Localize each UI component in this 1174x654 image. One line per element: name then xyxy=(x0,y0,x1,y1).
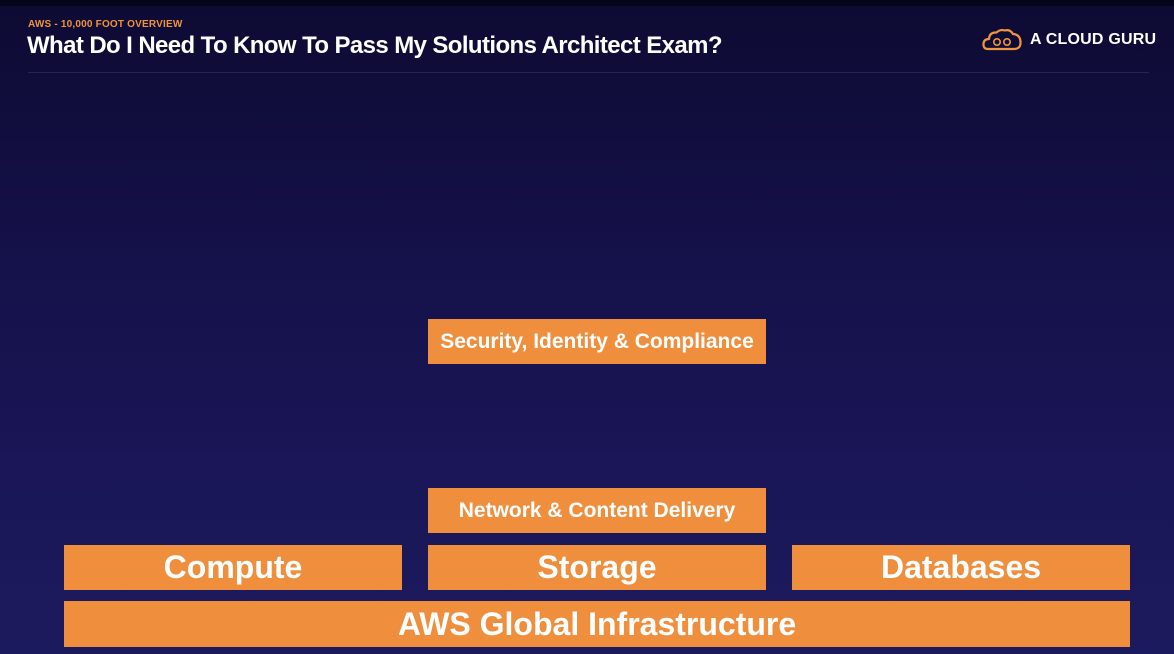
network-content-delivery-block: Network & Content Delivery xyxy=(428,488,766,533)
compute-block: Compute xyxy=(64,545,402,590)
slide-title: What Do I Need To Know To Pass My Soluti… xyxy=(27,32,723,59)
aws-global-infrastructure-block: AWS Global Infrastructure xyxy=(64,601,1130,647)
section-eyebrow: AWS - 10,000 FOOT OVERVIEW xyxy=(28,19,183,30)
a-cloud-guru-logo: A CLOUD GURU xyxy=(982,27,1156,53)
security-identity-compliance-block: Security, Identity & Compliance xyxy=(428,319,766,364)
databases-block: Databases xyxy=(792,545,1130,590)
header-divider xyxy=(28,72,1149,73)
top-strip xyxy=(0,0,1174,6)
logo-text: A CLOUD GURU xyxy=(1030,31,1157,48)
storage-block: Storage xyxy=(428,545,766,590)
cloud-icon xyxy=(982,28,1022,51)
